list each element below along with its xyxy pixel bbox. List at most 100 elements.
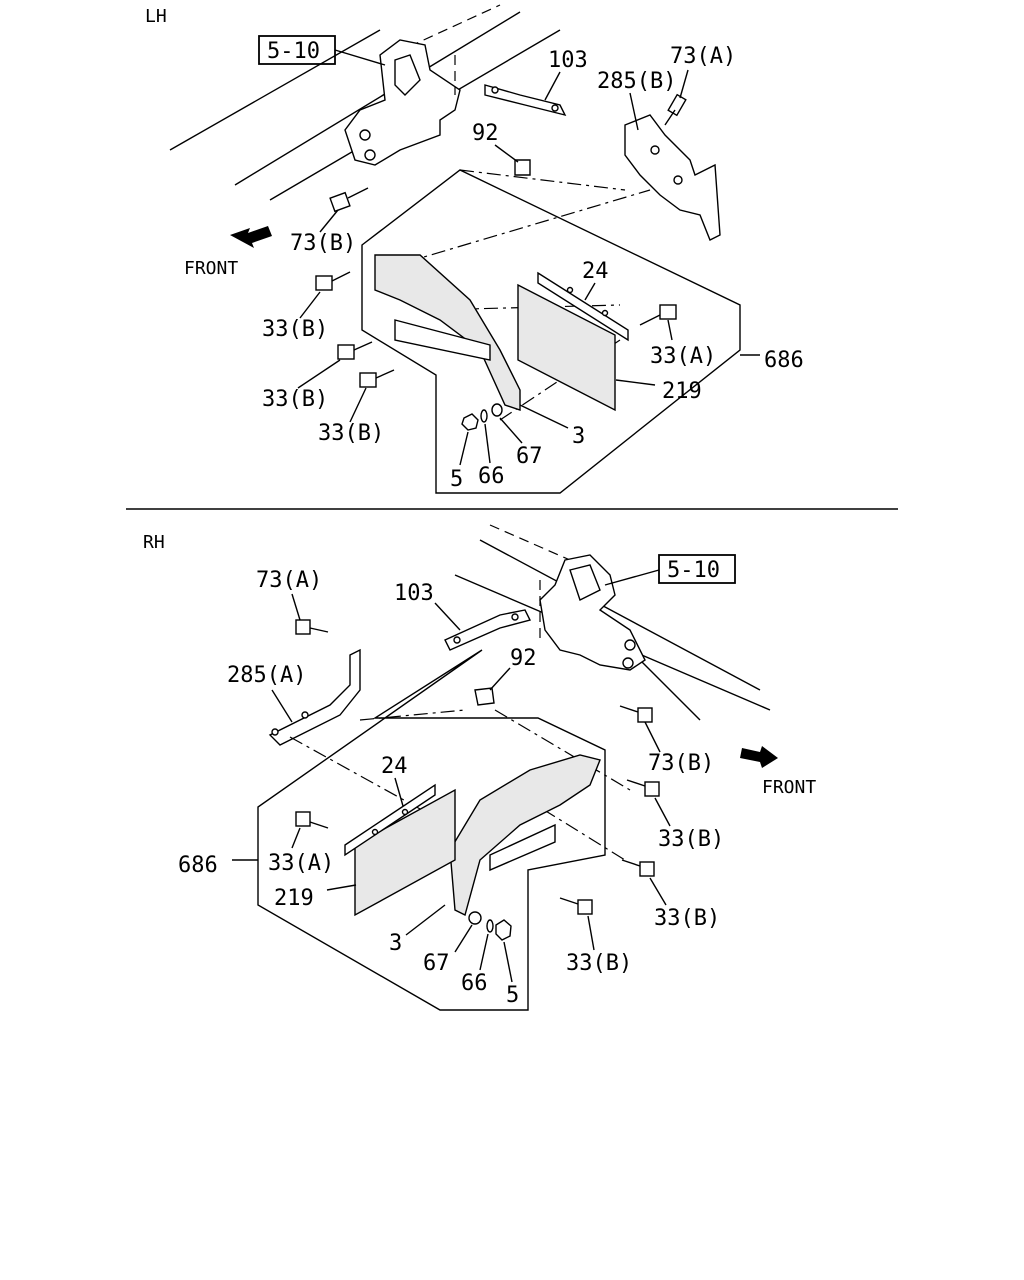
- rh-leader-92: [489, 667, 511, 691]
- rh-bolt-73b: [619, 705, 653, 723]
- lh-part-285b: [624, 114, 721, 241]
- rh-section: RH 5-10 103: [143, 524, 816, 1011]
- lh-leader-67: [499, 417, 523, 444]
- rh-label-33b-3: 33(B): [566, 951, 632, 976]
- lh-bolt-33a: [639, 304, 677, 326]
- lh-part-3-plate: [394, 319, 491, 361]
- rh-leader-33b-1: [654, 797, 671, 827]
- lh-label-219: 219: [662, 379, 702, 404]
- lh-leader-219: [615, 379, 656, 386]
- rh-label-5: 5: [506, 983, 519, 1008]
- rh-label-33a: 33(A): [268, 851, 334, 876]
- lh-mudguard-front: [374, 254, 521, 411]
- lh-label-92: 92: [472, 121, 499, 146]
- lh-nut-5: [461, 413, 479, 431]
- rh-part-285a: [268, 648, 361, 746]
- lh-leader-285b: [629, 92, 639, 131]
- lh-leader-24: [584, 282, 596, 301]
- lh-label-103: 103: [548, 48, 588, 73]
- lh-part-92: [514, 159, 531, 176]
- rh-mudguard-219: [354, 788, 456, 917]
- rh-label-3: 3: [389, 931, 402, 956]
- lh-label-5: 5: [450, 467, 463, 492]
- rh-leader-285a: [271, 689, 293, 723]
- lh-leader-103: [544, 71, 561, 101]
- rh-leader-219: [326, 884, 357, 891]
- rh-front-label: FRONT: [762, 777, 816, 798]
- rh-leader-24: [394, 777, 404, 807]
- lh-part-103: [484, 84, 567, 117]
- lh-label-24: 24: [582, 259, 609, 284]
- lh-leader-73a: [679, 69, 689, 99]
- rh-label-33b-1: 33(B): [658, 827, 724, 852]
- rh-leader-66: [479, 933, 489, 971]
- rh-bolt-33b-1: [626, 779, 660, 797]
- rh-label-285a: 285(A): [227, 663, 306, 688]
- lh-front-label: FRONT: [184, 258, 238, 279]
- lh-leader-3: [519, 404, 569, 429]
- lh-leader-5: [459, 431, 469, 466]
- lh-centerline: [459, 169, 626, 191]
- lh-leader-33b-1: [299, 291, 321, 319]
- lh-label-73b: 73(B): [290, 231, 356, 256]
- lh-section-label: LH: [145, 6, 167, 27]
- lh-mudguard-219: [517, 283, 616, 412]
- rh-leader-33b-2: [649, 877, 667, 906]
- lh-label-33b-3: 33(B): [318, 421, 384, 446]
- lh-frame-rail: [169, 4, 561, 201]
- rh-section-label: RH: [143, 532, 165, 553]
- lh-ref-box-label: 5-10: [267, 39, 320, 64]
- rh-label-73a: 73(A): [256, 568, 322, 593]
- rh-bolt-33b-2: [621, 859, 655, 877]
- lh-leader-66: [484, 423, 491, 464]
- rh-label-92: 92: [510, 646, 537, 671]
- lh-assembly-686-outline: [361, 169, 741, 494]
- rh-nut-5: [495, 919, 512, 941]
- rh-label-103: 103: [394, 581, 434, 606]
- rh-leader-73a: [291, 593, 301, 621]
- rh-leader-33a: [291, 827, 301, 849]
- rh-label-33b-2: 33(B): [654, 906, 720, 931]
- lh-leader-33b-2: [297, 359, 341, 389]
- rh-washer-67: [468, 911, 482, 925]
- rh-label-686: 686: [178, 853, 218, 878]
- rh-ref-box: [658, 554, 736, 584]
- rh-label-73b: 73(B): [648, 751, 714, 776]
- rh-leader-103: [434, 602, 461, 631]
- rh-leader-33b-3: [587, 915, 595, 951]
- lh-bolt-33b-1: [315, 271, 351, 291]
- rh-ref-box-label: 5-10: [667, 558, 720, 583]
- lh-bolt-33b-2: [337, 341, 373, 360]
- lh-leader-92: [494, 144, 519, 163]
- lh-leader-33a: [667, 319, 673, 341]
- rh-part-3-plate: [489, 823, 556, 872]
- rh-leader-67: [454, 924, 473, 953]
- lh-washer-67: [491, 403, 503, 417]
- lh-lockwasher-66: [480, 409, 488, 423]
- lh-label-73a: 73(A): [670, 44, 736, 69]
- rh-mudguard-front: [449, 754, 601, 917]
- rh-bolt-33a: [295, 811, 329, 829]
- rh-bolt-33b-3: [559, 897, 593, 915]
- rh-leader-3: [405, 904, 446, 936]
- lh-label-66: 66: [478, 464, 505, 489]
- rh-front-arrow-icon: [740, 746, 778, 768]
- rh-leader-73b: [644, 721, 661, 753]
- lh-label-33b-1: 33(B): [262, 317, 328, 342]
- rh-part-92: [474, 687, 495, 706]
- lh-centerline-2: [379, 189, 651, 271]
- lh-label-3: 3: [572, 424, 585, 449]
- rh-bolt-73a: [295, 619, 329, 635]
- rh-label-66: 66: [461, 971, 488, 996]
- lh-label-67: 67: [516, 444, 543, 469]
- lh-part-24: [537, 271, 629, 342]
- lh-label-686: 686: [764, 348, 804, 373]
- lh-leader-73b: [319, 209, 339, 233]
- lh-section: LH 5-10 103 92: [145, 4, 804, 494]
- rh-part-24: [344, 783, 436, 857]
- rh-lockwasher-66: [486, 919, 494, 933]
- lh-leader-33b-3: [349, 387, 367, 423]
- lh-label-33b-2: 33(B): [262, 387, 328, 412]
- lh-label-285b: 285(B): [597, 69, 676, 94]
